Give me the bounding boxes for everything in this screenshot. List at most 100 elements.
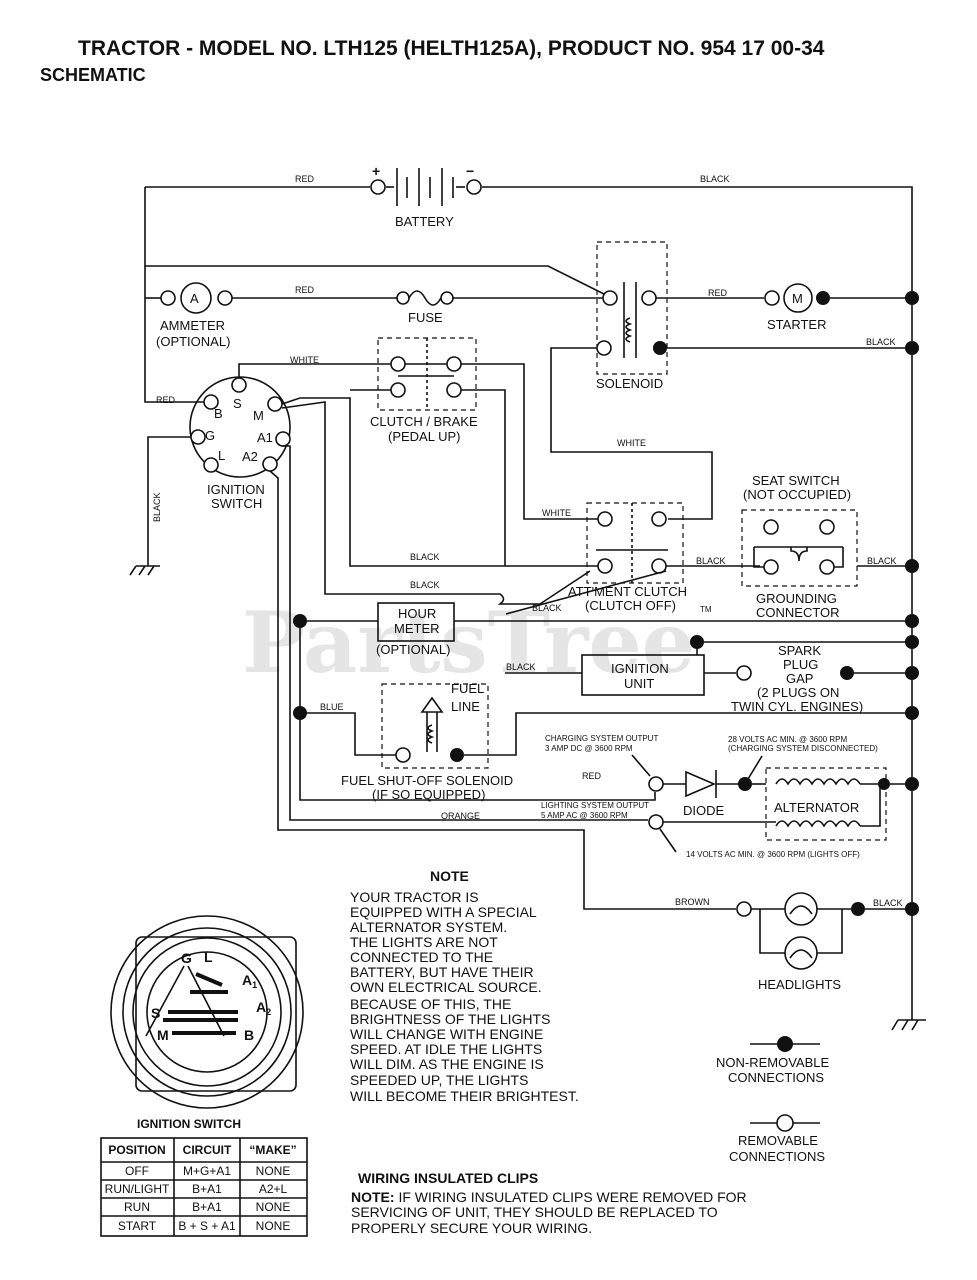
watermark-text: PartsTree — [242, 593, 695, 692]
spark-label-2: PLUG — [783, 657, 818, 672]
starter-symbol: M — [792, 291, 803, 306]
headlights-label: HEADLIGHTS — [758, 977, 841, 992]
face-A2: A2 — [256, 999, 271, 1017]
table-cell: B+A1 — [192, 1182, 222, 1196]
charging-output-label-1: CHARGING SYSTEM OUTPUT — [545, 734, 658, 743]
wire-label-orange: ORANGE — [441, 811, 480, 821]
ammeter-symbol: A — [190, 291, 199, 306]
clutch-brake-label-2: (PEDAL UP) — [388, 429, 460, 444]
wire-label-blue: BLUE — [320, 702, 344, 712]
seat-switch: SEAT SWITCH (NOT OCCUPIED) — [741, 473, 858, 587]
wire-label-black-m1: BLACK — [410, 552, 440, 562]
ignition-unit-label-2: UNIT — [624, 676, 654, 691]
table-cell: RUN — [124, 1200, 150, 1214]
legend-nonremovable-2: CONNECTIONS — [728, 1070, 824, 1085]
note-line: WILL CHANGE WITH ENGINE — [350, 1026, 543, 1042]
clips-line-1: NOTE: IF WIRING INSULATED CLIPS WERE REM… — [351, 1189, 747, 1205]
ignition-unit: IGNITION UNIT — [581, 654, 705, 696]
attment-clutch-label-1: ATT'MENT CLUTCH — [568, 584, 687, 599]
face-A2-sub: 2 — [266, 1007, 271, 1017]
battery-positive-sign: + — [372, 163, 380, 179]
wire-label-red-ignition: RED — [156, 395, 176, 405]
seat-switch-label-2: (NOT OCCUPIED) — [743, 487, 851, 502]
legend-removable-2: CONNECTIONS — [729, 1149, 825, 1164]
page-subtitle: SCHEMATIC — [40, 65, 146, 85]
note-line: BRIGHTNESS OF THE LIGHTS — [350, 1011, 550, 1027]
face-A1-sub: 1 — [252, 980, 257, 990]
face-G: G — [181, 950, 192, 966]
note-line: THE LIGHTS ARE NOT — [350, 934, 498, 950]
hour-meter-label-1: HOUR — [398, 606, 436, 621]
charging-output-label-2: 3 AMP DC @ 3600 RPM — [545, 744, 633, 753]
ign-term-B: B — [214, 406, 223, 421]
ignition-switch-label-1: IGNITION — [207, 482, 265, 497]
ammeter-optional: (OPTIONAL) — [156, 334, 230, 349]
wire-label-black-attment: BLACK — [532, 603, 562, 613]
spark-label-3: GAP — [786, 671, 813, 686]
attment-clutch-label-2: (CLUTCH OFF) — [585, 598, 676, 613]
note-line: EQUIPPED WITH A SPECIAL — [350, 904, 537, 920]
table-header: CIRCUIT — [183, 1143, 232, 1157]
wire-label-white-attment: WHITE — [542, 508, 571, 518]
note-line: WILL DIM. AS THE ENGINE IS — [350, 1056, 544, 1072]
spark-label-4: (2 PLUGS ON — [757, 685, 839, 700]
diode: DIODE — [683, 770, 725, 818]
note-heading: NOTE — [430, 868, 469, 884]
ac14-label: 14 VOLTS AC MIN. @ 3600 RPM (LIGHTS OFF) — [686, 850, 860, 859]
wire-label-black-ignunit: BLACK — [506, 662, 536, 672]
wire-label-red-fuse: RED — [295, 285, 315, 295]
face-S: S — [151, 1005, 160, 1021]
ign-term-S: S — [233, 396, 242, 411]
lighting-output-label-2: 5 AMP AC @ 3600 RPM — [541, 811, 628, 820]
table-cell: START — [118, 1219, 157, 1233]
ac28-label-1: 28 VOLTS AC MIN. @ 3600 RPM — [728, 735, 847, 744]
face-A1: A1 — [242, 972, 257, 990]
grounding-connector-label-2: CONNECTOR — [756, 605, 840, 620]
alternator-note: NOTE YOUR TRACTOR IS EQUIPPED WITH A SPE… — [350, 868, 579, 1104]
ign-term-A1: A1 — [257, 430, 273, 445]
face-M: M — [157, 1027, 169, 1043]
wire-label-red-starter: RED — [708, 288, 728, 298]
hour-meter-optional: (OPTIONAL) — [376, 642, 450, 657]
wire-label-black-ground: BLACK — [152, 492, 162, 522]
wire-label-white-start: WHITE — [290, 355, 319, 365]
seat-switch-label-1: SEAT SWITCH — [752, 473, 840, 488]
note-line: ALTERNATOR SYSTEM. — [350, 919, 507, 935]
table-cell: A2+L — [259, 1182, 288, 1196]
grounding-connector-label-1: GROUNDING — [756, 591, 837, 606]
note-line: CONNECTED TO THE — [350, 949, 493, 965]
starter: M STARTER — [764, 283, 830, 332]
ignition-switch-label-2: SWITCH — [211, 496, 262, 511]
wiring-clips-note: WIRING INSULATED CLIPS NOTE: IF WIRING I… — [351, 1170, 747, 1236]
fuel-line-label-2: LINE — [451, 699, 480, 714]
wire-label-black-m2: BLACK — [410, 580, 440, 590]
fuel-solenoid-label-2: (IF SO EQUIPPED) — [372, 787, 485, 802]
ammeter: A AMMETER (OPTIONAL) — [156, 282, 233, 349]
wire-label-black-solenoid: BLACK — [866, 337, 896, 347]
ign-term-L: L — [218, 448, 225, 463]
table-cell: NONE — [256, 1200, 291, 1214]
clips-line-3: PROPERLY SECURE YOUR WIRING. — [351, 1220, 592, 1236]
ign-term-M: M — [253, 408, 264, 423]
legend-removable-1: REMOVABLE — [738, 1133, 818, 1148]
table-cell: OFF — [125, 1164, 149, 1178]
wire-label-brown: BROWN — [675, 897, 710, 907]
fuel-shutoff-solenoid: FUEL LINE FUEL SHUT-OFF SOLENOID (IF SO … — [341, 681, 513, 802]
clips-heading: WIRING INSULATED CLIPS — [358, 1170, 538, 1186]
watermark: PartsTree TM — [242, 593, 712, 692]
headlights: HEADLIGHTS — [736, 892, 865, 992]
face-B: B — [244, 1027, 254, 1043]
face-L: L — [204, 949, 213, 965]
diode-label: DIODE — [683, 803, 725, 818]
legend-nonremovable-1: NON-REMOVABLE — [716, 1055, 829, 1070]
clips-line-2: SERVICING OF UNIT, THEY SHOULD BE REPLAC… — [351, 1204, 718, 1220]
table-cell: B+A1 — [192, 1200, 222, 1214]
wire-label-black-battery: BLACK — [700, 174, 730, 184]
wire-label-black-seatgnd: BLACK — [867, 556, 897, 566]
table-cell: NONE — [256, 1219, 291, 1233]
note-line: YOUR TRACTOR IS — [350, 889, 479, 905]
battery: + − BATTERY — [145, 163, 913, 1020]
fuel-solenoid-label-1: FUEL SHUT-OFF SOLENOID — [341, 773, 513, 788]
fuel-line-label-1: FUEL — [451, 681, 484, 696]
ac28-label-2: (CHARGING SYSTEM DISCONNECTED) — [728, 744, 878, 753]
